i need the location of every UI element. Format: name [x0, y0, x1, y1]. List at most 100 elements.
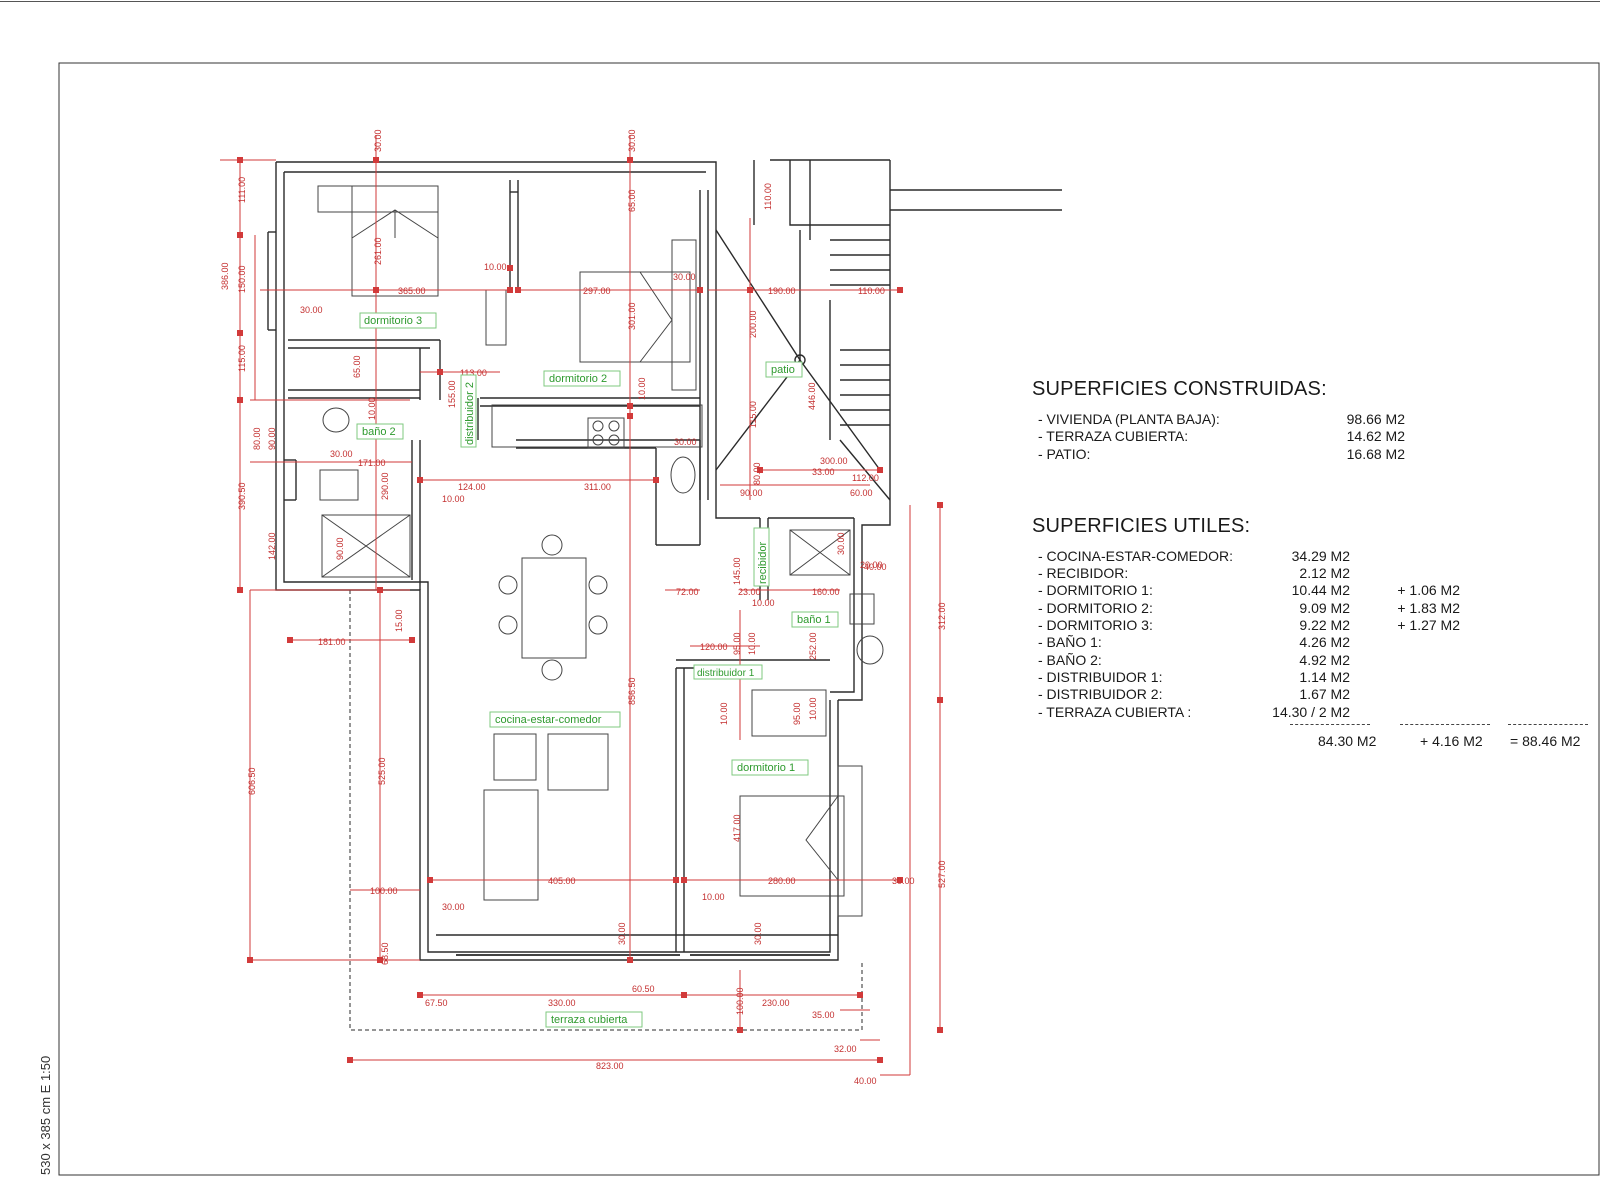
dim-label: 30.00: [627, 129, 637, 152]
construidas-row: - PATIO: 16.68 M2: [1030, 446, 1590, 463]
bed-dorm1: [739, 795, 845, 897]
dim-label: 30.00: [836, 532, 846, 555]
dim-label: 110.00: [858, 286, 885, 296]
dim-label: 155.00: [447, 380, 457, 408]
utiles-row: - TERRAZA CUBIERTA :14.30 / 2 M2: [1030, 704, 1590, 721]
dim-label: 100.00: [370, 886, 398, 896]
dim-label: 65.00: [627, 189, 637, 212]
dim-label: 386.00: [220, 262, 230, 290]
dim-label: 230.00: [762, 998, 790, 1008]
utiles-label: - DISTRIBUIDOR 2:: [1038, 686, 1163, 703]
dim-label: 90.00: [740, 488, 763, 498]
construidas-title: SUPERFICIES CONSTRUIDAS:: [1032, 378, 1327, 400]
sink: [670, 456, 696, 494]
dim-label: 72.00: [676, 587, 699, 597]
utiles-value: 4.26 M2: [1299, 634, 1350, 651]
dim-label: 30.00: [892, 876, 915, 886]
dim-label: 525.00: [377, 757, 387, 785]
dim-label: 32.00: [834, 1044, 857, 1054]
dim-label: 446.00: [807, 382, 817, 410]
bed-dorm3: [351, 185, 439, 297]
utiles-value: 4.92 M2: [1299, 651, 1350, 668]
dim-label: 417.00: [732, 814, 742, 842]
dim-label: 68.50: [380, 942, 390, 965]
dim-label: 300.00: [820, 456, 848, 466]
dim-label: 67.50: [425, 998, 448, 1008]
dim-label: 330.00: [548, 998, 576, 1008]
utiles-label: - DORMITORIO 2:: [1038, 599, 1153, 616]
utiles-extra: + 1.27 M2: [1397, 617, 1460, 634]
utiles-row: - BAÑO 2:4.92 M2: [1030, 652, 1590, 669]
dim-label: 30.00: [373, 129, 383, 152]
dim-label: 80.00: [252, 427, 262, 450]
dim-label: 390.50: [237, 482, 247, 510]
dim-label: 10.00: [747, 632, 757, 655]
hob: [587, 417, 625, 449]
scale-note: 530 x 385 cm E 1:50: [38, 1055, 53, 1175]
dim-label: 10.00: [752, 598, 775, 608]
dim-label: 10.00: [484, 262, 507, 272]
dim-label: 261.00: [373, 237, 383, 265]
dim-label: 150.00: [237, 265, 247, 293]
utiles-value: 2.12 M2: [1299, 565, 1350, 582]
dim-label: 90.00: [335, 537, 345, 560]
utiles-row: - DISTRIBUIDOR 1:1.14 M2: [1030, 669, 1590, 686]
dim-label: 200.00: [748, 310, 758, 338]
utiles-value: 9.09 M2: [1299, 599, 1350, 616]
dimension-labels: 30.00 30.00 111.00 386.00 150.00 115.00 …: [220, 129, 947, 1086]
room-label-bano-2: baño 2: [362, 426, 396, 438]
sofa: [483, 789, 539, 901]
bed-dorm2: [579, 271, 691, 363]
dim-label: 100.00: [735, 987, 745, 1015]
utiles-row: - DISTRIBUIDOR 2: 1.67 M2: [1030, 686, 1590, 703]
utiles-label: - DORMITORIO 1:: [1038, 582, 1153, 599]
dim-label: 10.00: [719, 702, 729, 725]
dimension-ticks: [237, 157, 943, 1063]
dim-label: 280.00: [768, 876, 796, 886]
separator-3: ----------------: [1508, 723, 1588, 726]
dim-label: 160.00: [812, 587, 840, 597]
dim-label: 301.00: [627, 302, 637, 330]
utiles-value: 10.44 M2: [1291, 582, 1350, 599]
dim-label: 10.00: [442, 494, 465, 504]
room-label-terraza: terraza cubierta: [551, 1014, 628, 1026]
dim-label: 30.00: [673, 272, 696, 282]
separator-2: ----------------: [1400, 723, 1490, 726]
utiles-value: 14.30 / 2 M2: [1272, 703, 1350, 720]
dim-label: 60.00: [850, 488, 873, 498]
construidas-value: 98.66 M2: [1346, 411, 1405, 427]
utiles-row: - COCINA-ESTAR-COMEDOR:34.29 M2: [1030, 548, 1590, 565]
dim-label: 365.00: [398, 286, 426, 296]
utiles-value: 1.67 M2: [1299, 686, 1350, 703]
utiles-extra: + 1.83 M2: [1397, 599, 1460, 616]
dim-label: 297.00: [583, 286, 611, 296]
room-label-dormitorio-3: dormitorio 3: [364, 315, 422, 327]
dim-label: 856.50: [627, 677, 637, 705]
room-label-dormitorio-1: dormitorio 1: [737, 762, 795, 774]
utiles-label: - DISTRIBUIDOR 1:: [1038, 668, 1163, 685]
room-label-recibidor: recibidor: [757, 541, 769, 584]
utiles-row: - DORMITORIO 1: 10.44 M2 + 1.06 M2: [1030, 582, 1590, 599]
room-label-dormitorio-2: dormitorio 2: [549, 373, 607, 385]
dim-label: 115.00: [237, 345, 247, 372]
dim-label: 405.00: [548, 876, 576, 886]
dim-label: 10.00: [637, 377, 647, 400]
total-sum: = 88.46 M2: [1510, 732, 1581, 749]
dim-label: 252.00: [808, 632, 818, 660]
construidas-label: - PATIO:: [1038, 445, 1091, 462]
dim-label: 111.00: [237, 177, 247, 203]
construidas-value: 16.68 M2: [1346, 445, 1405, 462]
dim-label: 145.00: [732, 557, 742, 585]
dining-table: [521, 557, 587, 659]
dim-label: 20.00: [860, 560, 883, 570]
wardrobe-dorm2: [671, 239, 697, 391]
dim-label: 142.00: [267, 532, 277, 560]
utiles-label: - BAÑO 1:: [1038, 634, 1102, 651]
room-label-cocina: cocina-estar-comedor: [495, 714, 602, 726]
utiles-row: - DORMITORIO 2: 9.09 M2 + 1.83 M2: [1030, 600, 1590, 617]
dim-label: 33.00: [812, 467, 835, 477]
utiles-value: 9.22 M2: [1299, 617, 1350, 634]
utiles-extra: + 1.06 M2: [1397, 582, 1460, 599]
headboard-dorm3: [317, 185, 439, 213]
